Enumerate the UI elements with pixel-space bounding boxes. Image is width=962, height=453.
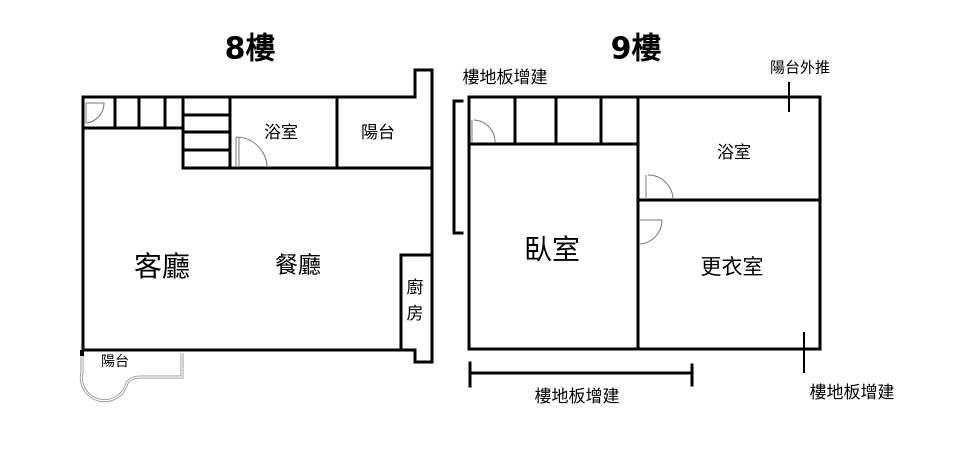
floor-8-outer-wall (81, 68, 434, 364)
floor-extension-dimension-line (468, 361, 694, 388)
floor-8-bottom-balcony (79, 350, 184, 403)
floor-extension-bracket (452, 99, 464, 235)
floor-9-plan: 9樓 樓地板增建 陽台外推 浴室 臥室 更衣室 樓地板增建 樓地板增建 (452, 32, 895, 407)
floor-8-stairs (81, 95, 232, 170)
door-icon (471, 119, 496, 144)
floor-8-kitchen-wall (399, 253, 434, 352)
floor-9-bathroom-label: 浴室 (717, 143, 751, 163)
kitchen-label-1: 廚 (407, 277, 424, 298)
floor-extension-label-top: 樓地板增建 (463, 68, 548, 88)
door-icon (639, 219, 663, 245)
floor-8-balcony-label: 陽台 (361, 123, 395, 143)
floor-8-plan: 8樓 浴室 陽台 客廳 餐廳 廚 房 陽台 (79, 32, 434, 403)
floor-8-bottom-balcony-label: 陽台 (101, 354, 129, 370)
bedroom-label: 臥室 (524, 233, 580, 266)
floor-9-outer-wall (467, 95, 822, 351)
living-room-label: 客廳 (134, 250, 190, 283)
floor-9-stairs (467, 95, 640, 146)
door-icon (235, 136, 268, 168)
dining-room-label: 餐廳 (275, 253, 321, 279)
floor-9-title: 9樓 (611, 32, 662, 67)
kitchen-label-2: 房 (407, 304, 424, 324)
closet-label: 更衣室 (701, 255, 764, 279)
floor-8-bathroom-label: 浴室 (264, 123, 298, 143)
balcony-pushed-out-label: 陽台外推 (770, 59, 830, 77)
floor-extension-label-right: 樓地板增建 (810, 383, 895, 403)
floor-8-title: 8樓 (225, 32, 276, 67)
door-icon (645, 174, 674, 200)
floor-extension-label-bottom: 樓地板增建 (535, 387, 620, 407)
door-icon (85, 102, 105, 124)
